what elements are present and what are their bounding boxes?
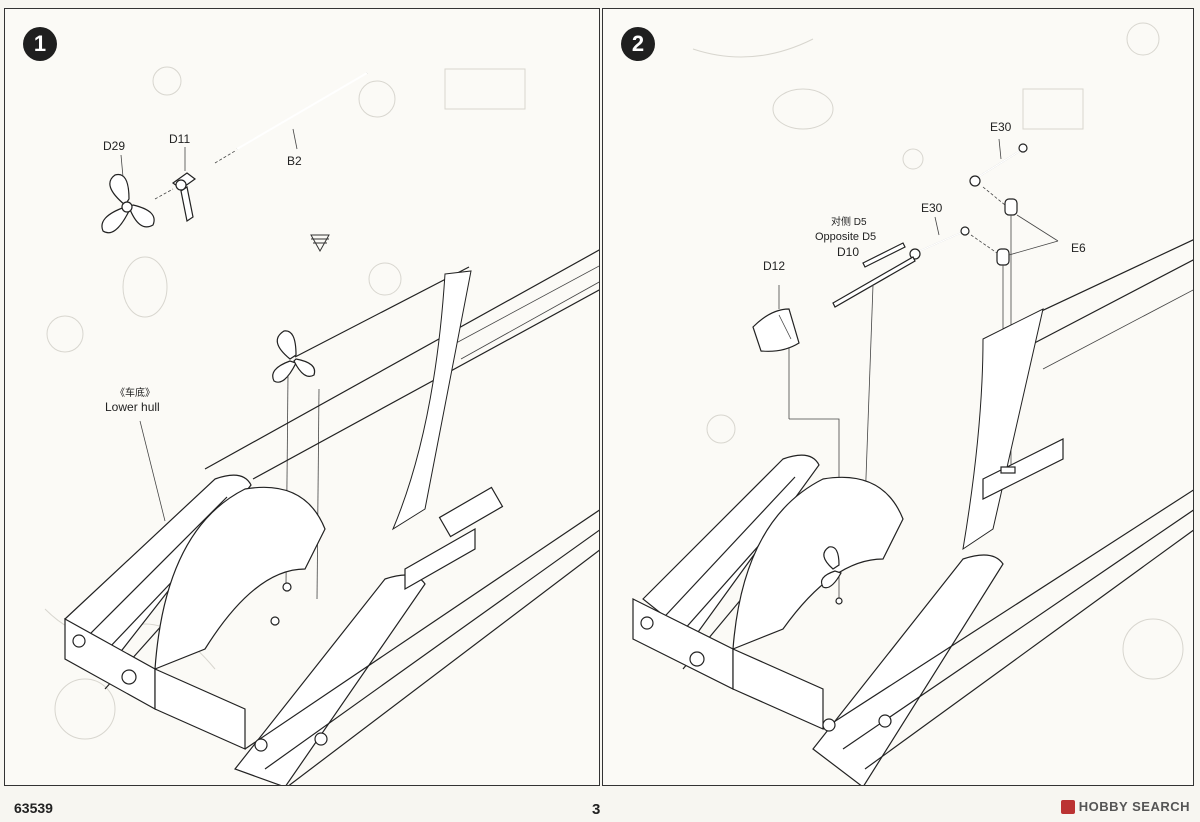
lower-hull-drawing: [632, 239, 1193, 785]
propeller-shaft-b2: [214, 72, 368, 164]
part-label-d12: D12: [763, 259, 786, 273]
product-code: 63539: [14, 800, 53, 816]
part-label-d29: D29: [103, 139, 126, 153]
step-1-panel: 1: [4, 8, 600, 786]
install-arrow-icon: [310, 234, 330, 253]
linkage-rod-e30-upper: [969, 138, 1028, 187]
part-label-d11: D11: [169, 132, 191, 146]
hobby-search-logo-icon: [1060, 799, 1075, 814]
linkage-rod-e30-lower: [909, 216, 970, 260]
step-2-panel: 2: [602, 8, 1194, 786]
watermark-text: HOBBY SEARCH: [1078, 799, 1190, 814]
propeller-d29: [101, 173, 155, 234]
page-number: 3: [592, 801, 601, 818]
step-number-badge: 2: [621, 27, 655, 61]
hobby-search-watermark: HOBBY SEARCH: [1060, 799, 1190, 814]
opposite-side-note-chinese: 对侧 D5: [831, 217, 867, 228]
strip-d10: [832, 242, 916, 506]
opposite-side-note: Opposite D5: [815, 231, 877, 243]
lower-hull-label: Lower hull: [105, 400, 160, 414]
part-label-b2: B2: [287, 154, 302, 168]
step-number-badge: 1: [23, 27, 57, 61]
lower-hull-drawing: [64, 249, 599, 785]
step-1-diagram: [44, 66, 599, 785]
lower-hull-label-chinese: 《车底》: [115, 388, 155, 399]
part-label-e30-upper: E30: [990, 120, 1012, 134]
part-label-e30-lower: E30: [921, 201, 943, 215]
part-label-e6: E6: [1071, 241, 1086, 255]
part-label-d10: D10: [837, 245, 860, 259]
shaft-bracket-d11: [154, 172, 197, 222]
step-2-diagram: [632, 22, 1193, 785]
